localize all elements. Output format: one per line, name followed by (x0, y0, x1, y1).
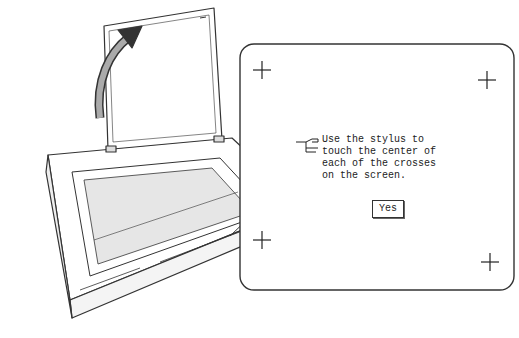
button-label: Yes (379, 203, 397, 215)
callout-screen: Use the stylus to touch the center of ea… (240, 44, 514, 290)
yes-button: Yes (372, 200, 404, 218)
instruction-text: Use the stylus to touch the center of ea… (322, 134, 454, 182)
